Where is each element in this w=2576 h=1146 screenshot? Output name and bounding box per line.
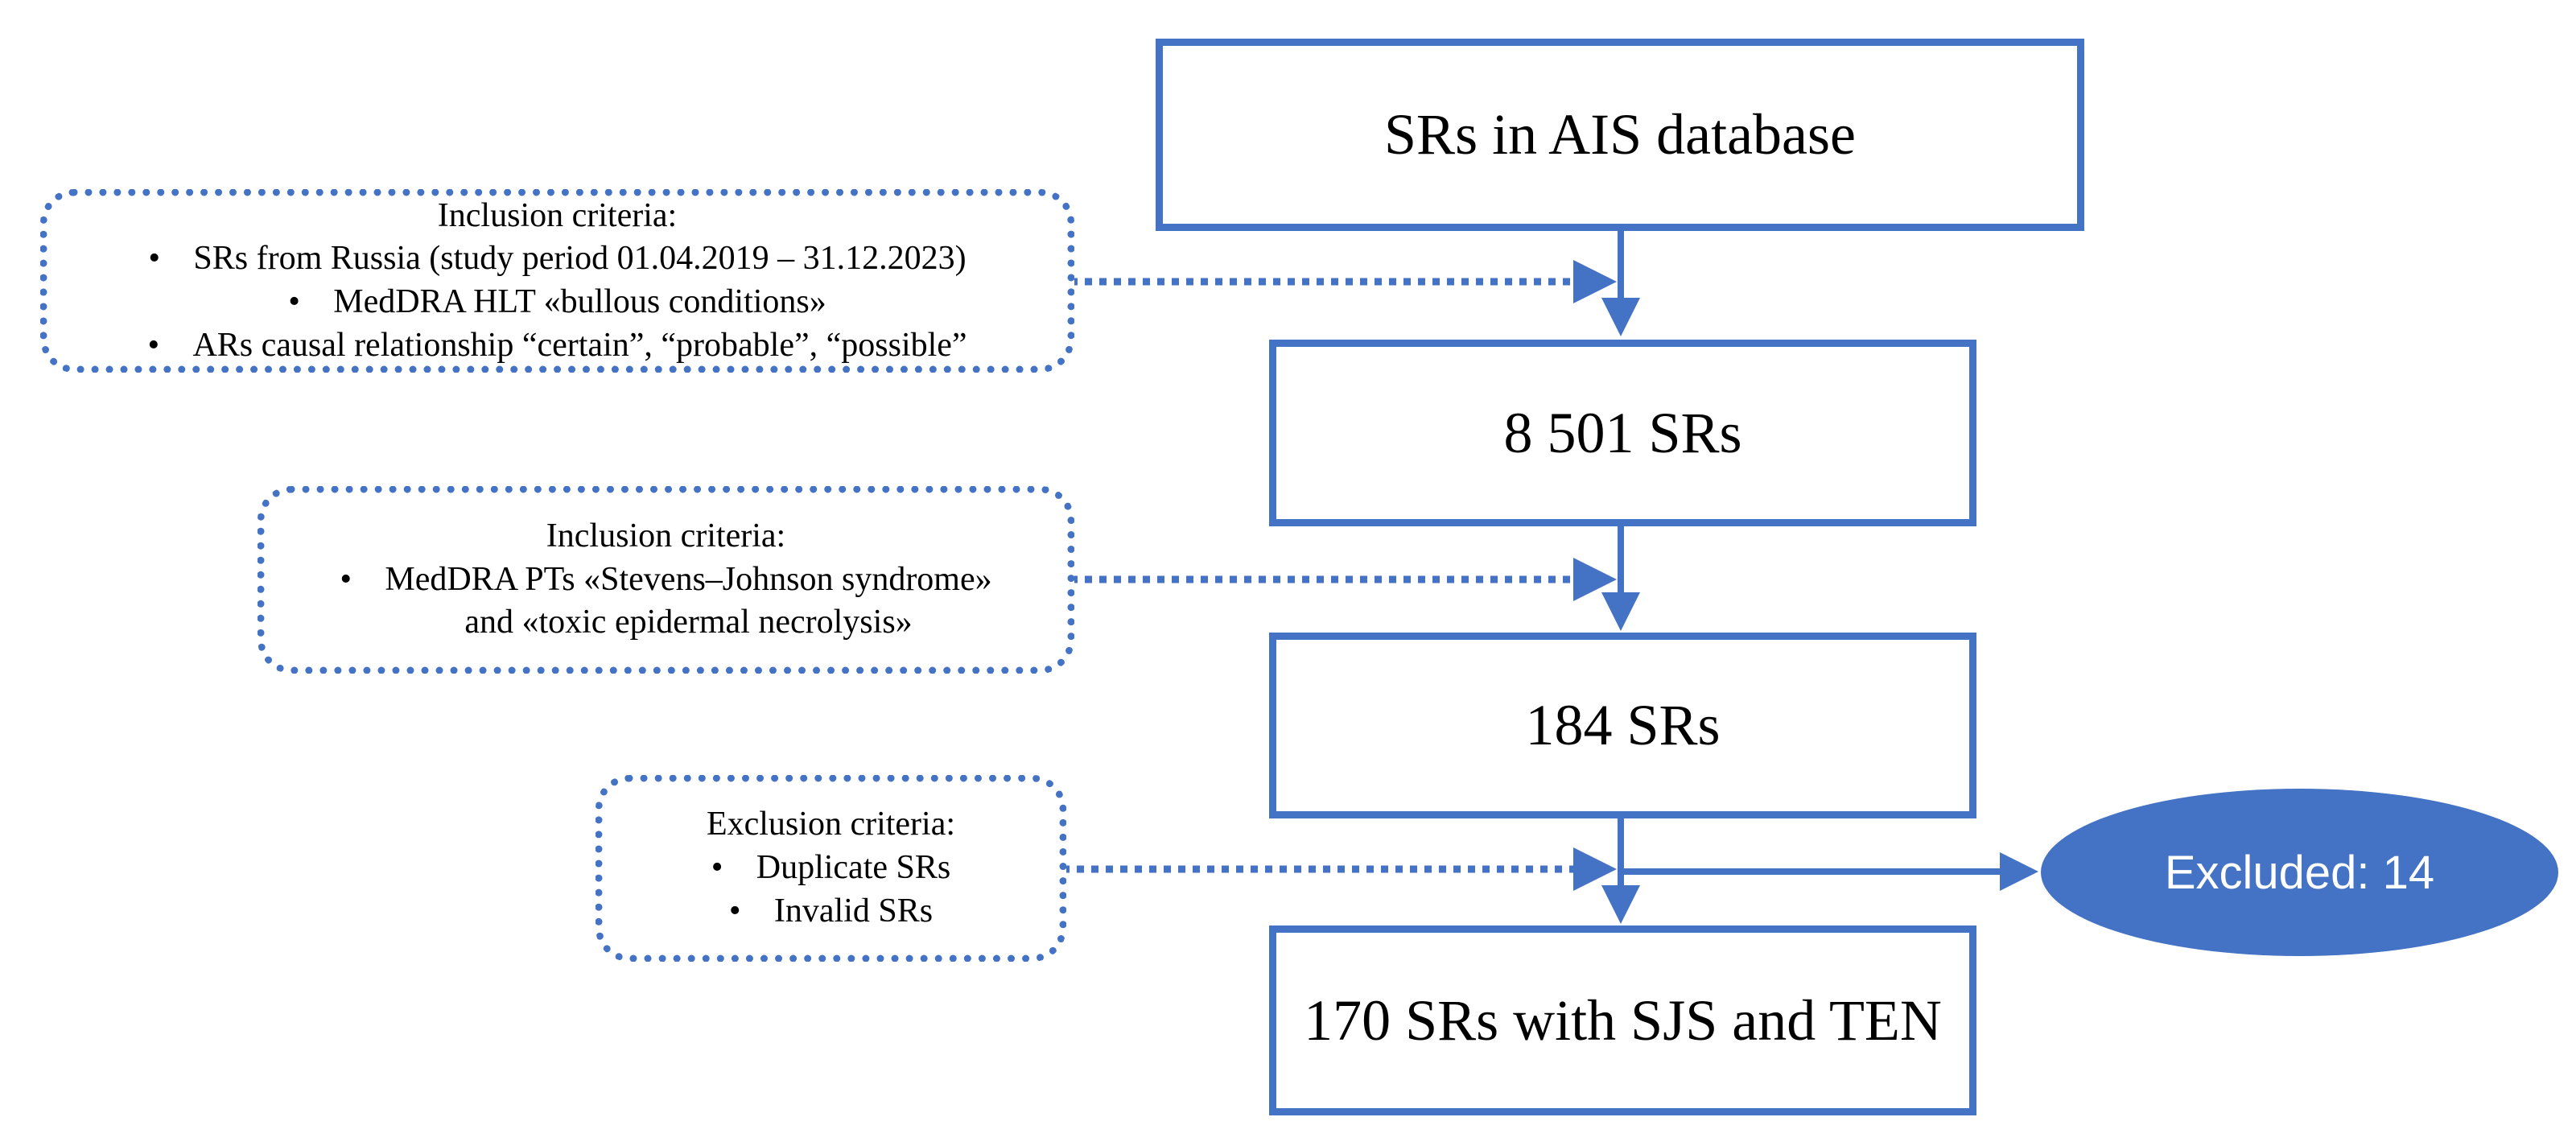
box-final-label: 170 SRs with SJS and TEN (1304, 987, 1942, 1053)
exclusion-criteria-item-text: Invalid SRs (773, 892, 934, 930)
exclusion-criteria-item-text: Duplicate SRs (756, 849, 951, 887)
box-step1-label: 8 501 SRs (1503, 400, 1742, 465)
inclusion-criteria-1-item-text: ARs causal relationship “certain”, “prob… (192, 326, 967, 364)
exclusion-criteria-title: Exclusion criteria: (706, 806, 956, 843)
box-step1: 8 501 SRs (1269, 340, 1976, 526)
bullet-icon: • (711, 849, 723, 887)
inclusion-criteria-2-item-text: MedDRA PTs «Stevens–Johnson syndrome» (385, 560, 992, 598)
inclusion-criteria-2-item: and «toxic epidermal necrolysis» (419, 601, 912, 645)
inclusion-criteria-1-item-text: MedDRA HLT «bullous conditions» (333, 283, 826, 320)
bullet-icon: • (728, 892, 741, 930)
inclusion-criteria-2-title: Inclusion criteria: (546, 517, 786, 554)
box-step2: 184 SRs (1269, 633, 1976, 818)
inclusion-criteria-2-item: • MedDRA PTs «Stevens–Johnson syndrome» (340, 559, 991, 602)
inclusion-criteria-1-item: • SRs from Russia (study period 01.04.201… (148, 237, 966, 281)
bullet-icon: • (147, 326, 160, 364)
box-step2-label: 184 SRs (1525, 693, 1721, 757)
bullet-icon: • (148, 240, 161, 278)
box-final: 170 SRs with SJS and TEN (1269, 925, 1976, 1115)
excluded-ellipse: Excluded: 14 (2041, 789, 2558, 956)
box-database-label: SRs in AIS database (1384, 102, 1856, 167)
inclusion-criteria-1-item: • ARs causal relationship “certain”, “pro… (147, 324, 967, 368)
exclusion-criteria: Exclusion criteria: • Duplicate SRs • Inva… (596, 775, 1066, 962)
inclusion-criteria-2: Inclusion criteria: • MedDRA PTs «Stevens… (258, 486, 1074, 674)
inclusion-criteria-1-item-text: SRs from Russia (study period 01.04.2019… (193, 240, 967, 278)
bullet-icon: • (288, 283, 300, 320)
box-database: SRs in AIS database (1156, 39, 2084, 231)
inclusion-criteria-2-item-text: and «toxic epidermal necrolysis» (464, 604, 913, 641)
inclusion-criteria-1-title: Inclusion criteria: (437, 196, 678, 234)
excluded-label: Excluded: 14 (2164, 846, 2435, 899)
inclusion-criteria-1-item: • MedDRA HLT «bullous conditions» (288, 281, 826, 324)
exclusion-criteria-item: • Duplicate SRs (711, 847, 950, 890)
inclusion-criteria-1: Inclusion criteria: • SRs from Russia (st… (40, 189, 1074, 373)
bullet-icon: • (340, 560, 352, 598)
exclusion-criteria-item: • Invalid SRs (729, 890, 933, 934)
